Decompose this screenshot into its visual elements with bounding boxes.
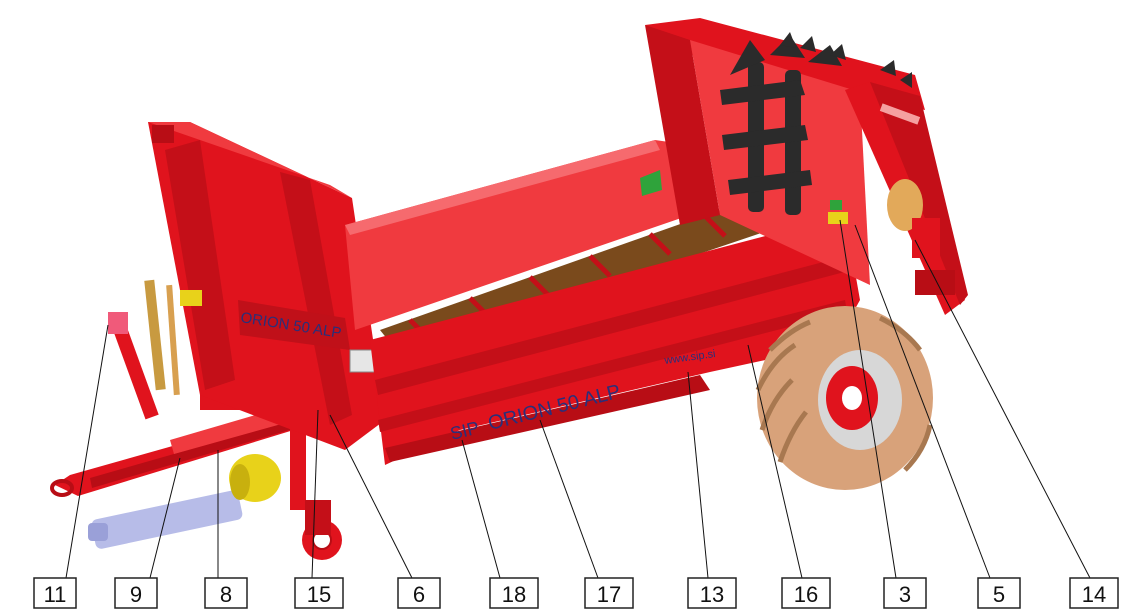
callout-11: 11	[33, 577, 77, 609]
leader-15	[311, 409, 319, 579]
callout-11-label: 11	[44, 582, 67, 607]
callout-6-label: 6	[413, 582, 425, 607]
callout-13-label: 13	[700, 582, 724, 607]
callouts: 11 9 8 15 6 18 17 13	[33, 577, 1119, 609]
leader-9	[149, 457, 181, 579]
leader-14	[914, 239, 1091, 579]
tire-tread	[755, 315, 933, 472]
callout-18-label: 18	[502, 582, 526, 607]
box-body	[345, 140, 860, 465]
front-board	[148, 122, 386, 450]
leader-11	[65, 324, 109, 579]
callout-16: 16	[781, 577, 831, 609]
callout-9-label: 9	[130, 582, 142, 607]
top-teeth	[780, 32, 912, 88]
leader-6	[329, 414, 413, 579]
callout-17-label: 17	[597, 582, 621, 607]
leader-17	[539, 419, 599, 579]
beater-unit	[645, 18, 968, 315]
callout-3: 3	[883, 577, 927, 609]
callout-16-label: 16	[794, 582, 818, 607]
leader-lines	[65, 219, 1091, 579]
callout-5: 5	[977, 577, 1021, 609]
beater-rotors	[720, 35, 842, 215]
leader-18	[461, 439, 501, 579]
pto-shaft	[88, 454, 281, 549]
callout-14: 14	[1069, 577, 1119, 609]
callout-8: 8	[204, 577, 248, 609]
leader-16	[747, 344, 803, 579]
callout-15-label: 15	[307, 582, 331, 607]
leader-13	[687, 371, 709, 579]
callout-6: 6	[397, 577, 441, 609]
callout-5-label: 5	[993, 582, 1005, 607]
wheel	[755, 306, 933, 490]
callout-14-label: 14	[1082, 582, 1106, 607]
callout-18: 18	[489, 577, 539, 609]
callout-8-label: 8	[220, 582, 232, 607]
leader-5	[854, 224, 991, 579]
callout-3-label: 3	[899, 582, 911, 607]
callout-9: 9	[114, 577, 158, 609]
leader-3	[839, 219, 897, 579]
callout-17: 17	[584, 577, 634, 609]
callout-13: 13	[687, 577, 737, 609]
callout-15: 15	[294, 577, 344, 609]
